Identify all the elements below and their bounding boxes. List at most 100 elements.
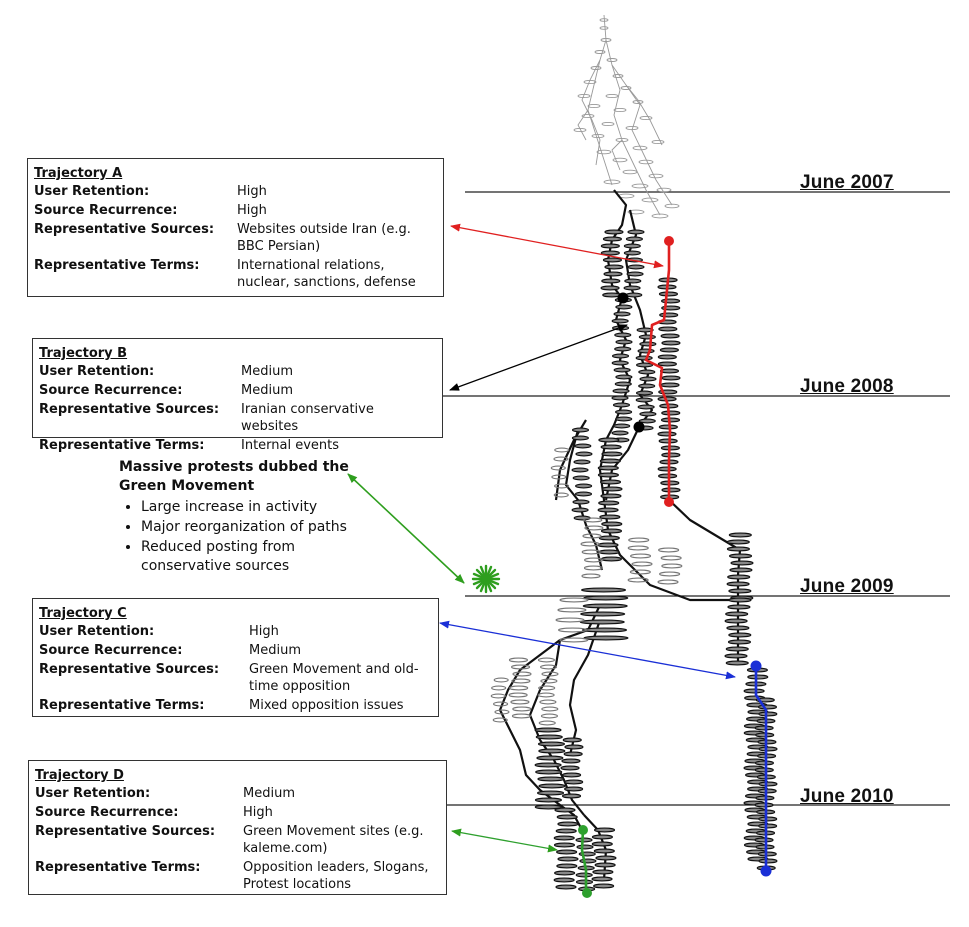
network-node xyxy=(571,427,590,433)
network-node xyxy=(493,701,509,707)
network-node xyxy=(728,553,753,559)
network-node xyxy=(553,842,576,848)
network-node xyxy=(726,546,750,552)
network-node xyxy=(536,790,565,796)
network-node xyxy=(534,804,562,810)
trajectory-a-title: Trajectory A xyxy=(34,166,123,181)
network-node xyxy=(536,755,564,761)
network-node xyxy=(661,487,681,493)
network-node xyxy=(583,595,629,601)
network-node xyxy=(574,443,592,449)
network-node xyxy=(614,381,632,387)
trajectory-d-label-terms: Representative Terms: xyxy=(35,860,201,875)
network-node xyxy=(508,692,528,698)
trajectory-c-arrow xyxy=(439,620,736,680)
network-node xyxy=(604,264,624,270)
network-node xyxy=(758,746,778,752)
network-node xyxy=(627,545,649,551)
network-node xyxy=(611,430,629,436)
network-node xyxy=(627,577,649,583)
network-node xyxy=(540,713,558,719)
network-node xyxy=(724,653,748,659)
network-node xyxy=(601,521,623,527)
trajectory-d-start-node xyxy=(578,825,588,835)
trajectory-a-label-recurrence: Source Recurrence: xyxy=(34,203,178,218)
network-node xyxy=(754,767,774,773)
network-node xyxy=(562,772,582,778)
trajectory-d-value-retention: Medium xyxy=(243,786,295,801)
trajectory-a-start-node xyxy=(664,236,674,246)
trajectory-b-start-node xyxy=(617,292,629,304)
year-label-2009: June 2009 xyxy=(800,576,894,597)
network-node xyxy=(581,573,601,579)
network-node xyxy=(635,390,654,396)
network-node xyxy=(584,557,604,563)
network-node xyxy=(580,541,600,547)
network-node xyxy=(636,327,654,333)
year-label-2010: June 2010 xyxy=(800,786,894,807)
network-node xyxy=(537,741,566,747)
network-node xyxy=(657,431,677,437)
network-node xyxy=(658,424,678,430)
network-node xyxy=(658,473,678,479)
trajectory-c-end-node xyxy=(760,865,772,877)
network-node xyxy=(758,781,778,787)
network-node xyxy=(627,264,645,270)
network-node xyxy=(725,660,749,666)
trajectory-d-end-node xyxy=(582,888,592,898)
network-node xyxy=(554,483,570,489)
network-node xyxy=(611,360,629,366)
network-node xyxy=(584,525,604,531)
trajectory-a-path xyxy=(644,241,672,500)
network-node xyxy=(638,369,656,375)
network-node xyxy=(535,769,563,775)
network-node xyxy=(602,257,622,263)
network-node xyxy=(591,834,613,840)
network-node xyxy=(557,607,587,613)
network-node xyxy=(727,604,751,610)
network-node xyxy=(537,692,555,698)
trajectory-a-label-terms: Representative Terms: xyxy=(34,258,200,273)
network-node xyxy=(538,748,566,754)
trajectory-c-value-retention: High xyxy=(249,624,279,639)
network-node xyxy=(615,416,633,422)
green-movement-annotation: Massive protests dubbed the Green Moveme… xyxy=(119,458,379,577)
network-node xyxy=(563,751,583,757)
network-node xyxy=(659,368,680,374)
trajectory-d-value-recurrence: High xyxy=(243,805,273,820)
network-node xyxy=(636,362,654,368)
network-node xyxy=(591,876,613,882)
network-node xyxy=(600,493,622,499)
network-node xyxy=(728,588,752,594)
network-node xyxy=(614,332,632,338)
network-node xyxy=(512,671,532,677)
network-node xyxy=(628,537,650,543)
network-node xyxy=(509,685,529,691)
network-node xyxy=(583,565,604,571)
trajectory-c-start-node xyxy=(750,660,762,672)
network-node xyxy=(593,827,616,833)
network-node xyxy=(593,848,615,854)
network-node xyxy=(572,475,590,481)
network-node xyxy=(556,849,578,855)
network-node xyxy=(659,347,679,353)
network-node xyxy=(572,499,590,505)
network-node xyxy=(582,533,602,539)
network-node xyxy=(758,816,778,822)
network-node xyxy=(657,579,679,585)
trajectory-c-title: Trajectory C xyxy=(39,606,127,621)
network-node xyxy=(726,625,750,631)
network-node xyxy=(631,561,653,567)
green-movement-arrow xyxy=(347,473,465,584)
network-node xyxy=(492,717,508,723)
network-node xyxy=(594,862,616,868)
trajectory-c-value-terms: Mixed opposition issues xyxy=(249,698,404,713)
year-label-2007: June 2007 xyxy=(800,172,894,193)
network-node xyxy=(728,532,752,538)
network-node xyxy=(591,841,613,847)
network-node xyxy=(554,447,570,453)
network-node xyxy=(561,758,581,764)
network-node xyxy=(551,474,567,480)
network-node xyxy=(729,567,753,573)
